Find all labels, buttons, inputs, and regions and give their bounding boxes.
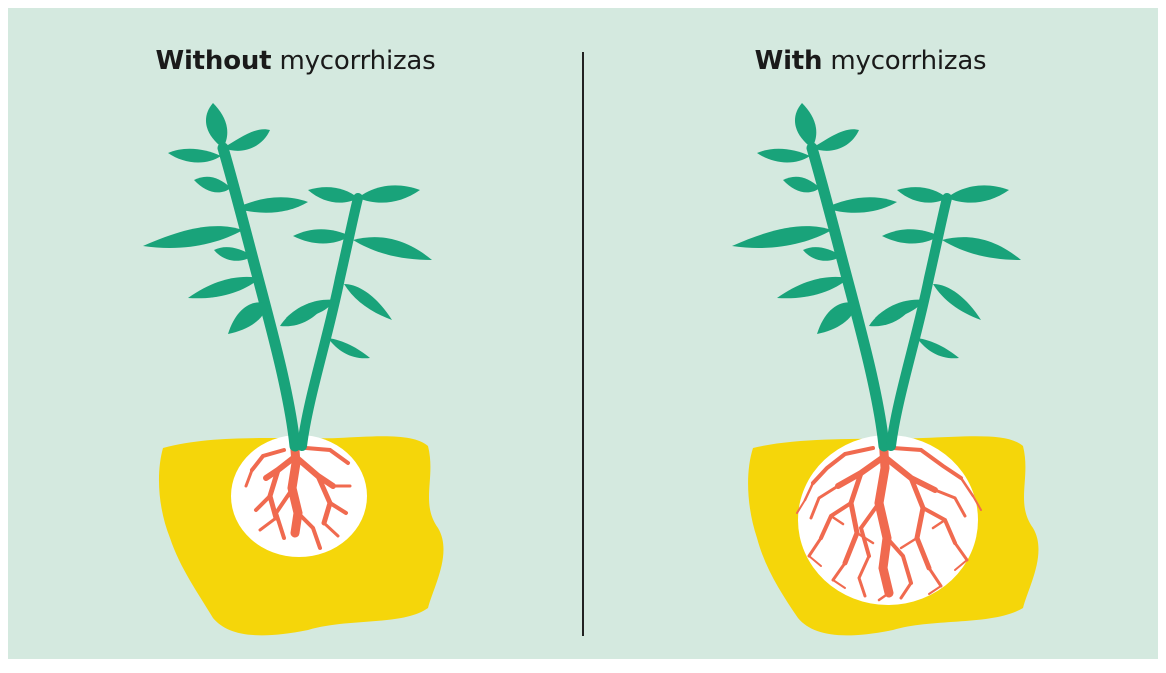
leaves bbox=[732, 103, 1021, 358]
panel-without-mycorrhizas: Without mycorrhizas bbox=[8, 8, 583, 659]
plant-illustration-with bbox=[583, 8, 1158, 659]
leaves bbox=[143, 103, 432, 358]
panel-with-mycorrhizas: With mycorrhizas bbox=[583, 8, 1158, 659]
plant-illustration-without bbox=[8, 8, 583, 659]
diagram-canvas: Without mycorrhizas bbox=[8, 8, 1158, 659]
